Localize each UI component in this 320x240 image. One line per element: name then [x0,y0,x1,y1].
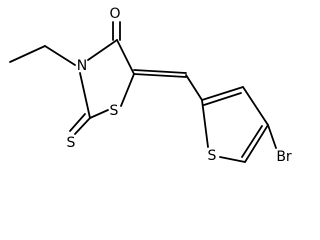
bond-c4-c5 [244,124,269,163]
thione-sulfur-label: S [67,135,76,151]
mask-thiophene-sulfur [206,146,219,164]
bond-s1-c2 [89,109,109,119]
bond-c4-c5-inner [241,125,263,158]
mask-bromine [272,147,296,165]
bond-ethyl-ch2-n [44,45,76,66]
mask-thione-sulfur [65,133,78,151]
ring-sulfur-label: S [110,103,119,119]
mask-oxygen [108,4,122,22]
nitrogen-label: N [77,58,87,74]
mask-nitrogen [75,56,89,74]
bond-exocyclic-2 [133,69,187,74]
bond-c3-c4 [242,86,269,126]
mask-ring-sulfur [108,101,121,119]
bromine-label: Br [276,149,292,165]
bond-n-c4 [87,39,118,61]
bond-c5-s [219,156,246,163]
bonds [9,21,277,163]
bond-c4-br [267,124,277,149]
molecule-svg: O N S S S Br [9,4,296,165]
oxygen-label: O [109,6,120,22]
label-masks [65,4,296,165]
bond-c5-s1 [120,73,135,107]
bond-ethyl-ch3-ch2 [9,45,46,63]
bond-exocyclic-1 [133,73,187,78]
bond-c2-n [79,72,91,119]
bond-thione-1 [74,117,91,135]
bond-thione-2 [69,113,86,132]
chemical-structure-diagram: O N S S S Br [9,4,296,165]
bond-c2-c3 [201,86,244,101]
bond-c2-c3-inner [203,92,242,106]
bond-s-c2 [201,99,209,148]
bond-ch-c2 [185,74,203,101]
bond-c4-c5 [116,39,135,75]
thiophene-sulfur-label: S [208,148,217,164]
atom-labels: O N S S S Br [67,6,292,165]
